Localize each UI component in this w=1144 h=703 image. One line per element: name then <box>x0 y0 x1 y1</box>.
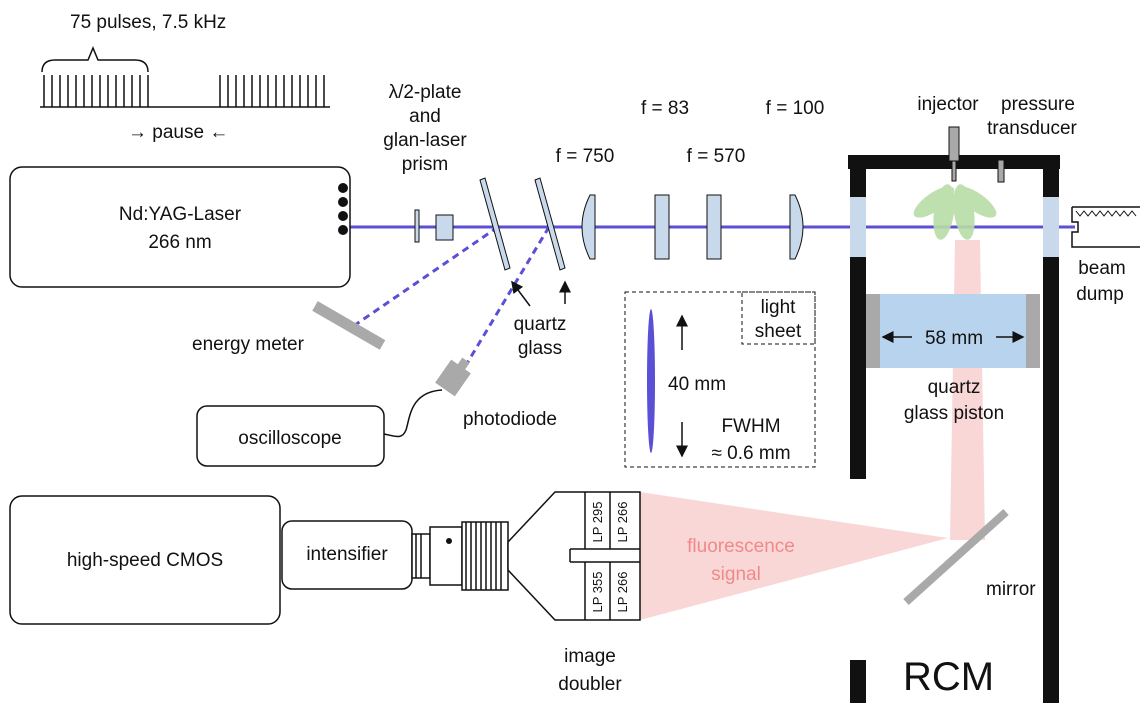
piston-label-1: quartz <box>928 377 981 398</box>
pressure-transducer-label-1: pressure <box>1001 94 1075 115</box>
photodiode <box>435 357 471 397</box>
light-sheet-title-box <box>741 291 816 345</box>
rcm-right-wall-upper <box>1043 169 1059 197</box>
injector <box>948 126 960 162</box>
fluorescence-signal-label-1: fluorescence <box>687 536 795 557</box>
light-sheet-shape <box>647 309 655 453</box>
piston-width-label: 58 mm <box>925 328 983 349</box>
photodiode-reflection <box>458 226 551 376</box>
quartz-glass-label-1: quartz <box>514 314 567 335</box>
energy-meter <box>312 301 386 350</box>
beam-dump-ridges <box>1075 210 1137 217</box>
injector-tip <box>951 160 957 182</box>
lens-f100 <box>789 194 804 260</box>
piston-ring-left <box>866 294 880 368</box>
filter-top-a: LP 295 <box>590 502 605 543</box>
beam-dump-label-1: beam <box>1078 258 1126 279</box>
lens-f570-label: f = 570 <box>687 146 746 167</box>
laser-box <box>9 166 351 288</box>
light-sheet-title-1: light <box>761 297 797 318</box>
photodiode-cable <box>383 389 443 438</box>
filter-top-b: LP 266 <box>615 502 630 543</box>
piston-label-2: glass piston <box>904 403 1004 424</box>
cmos-label: high-speed CMOS <box>67 550 223 571</box>
lens-f100-label: f = 100 <box>766 98 825 119</box>
laser-wavelength: 266 nm <box>148 232 211 253</box>
rcm-title: RCM <box>903 655 994 699</box>
pressure-transducer-label-2: transducer <box>987 118 1077 139</box>
cmos-camera-box <box>9 495 281 625</box>
rcm-right-window <box>1043 197 1059 257</box>
waveplate-label-1: λ/2-plate <box>389 82 462 103</box>
half-wave-plate <box>414 209 420 243</box>
injector-label: injector <box>917 94 979 115</box>
lens-f83-label: f = 83 <box>641 98 689 119</box>
filter-slots <box>584 492 611 620</box>
lens-f570 <box>706 194 722 260</box>
fluorescence-signal-cone <box>640 492 948 620</box>
light-sheet-title-2: sheet <box>755 321 802 342</box>
lens-f83 <box>654 194 670 260</box>
energy-meter-label: energy meter <box>192 334 305 355</box>
piston-ring-right <box>1026 294 1040 368</box>
quartz-glass-plate-1 <box>479 177 511 271</box>
quartz-glass-plate-2 <box>534 177 566 271</box>
rcm-left-wall-lower <box>850 257 866 479</box>
image-doubler <box>507 491 641 621</box>
pulse-train-bracket <box>41 46 149 73</box>
filter-bottom-a: LP 355 <box>590 572 605 613</box>
lens-f750 <box>581 194 596 260</box>
mirror <box>903 509 1009 605</box>
image-doubler-label-2: doubler <box>558 674 622 695</box>
intensifier-label: intensifier <box>306 544 388 565</box>
glan-laser-prism <box>435 214 454 241</box>
laser-name: Nd:YAG-Laser <box>119 204 242 225</box>
rcm-left-wall-bottom <box>850 660 866 703</box>
light-sheet-fwhm-1: FWHM <box>721 416 780 437</box>
beam-dump-label-2: dump <box>1076 284 1124 305</box>
quartz-glass-label-2: glass <box>518 338 562 359</box>
waveplate-label-4: prism <box>402 154 448 175</box>
fluorescence-signal-label-2: signal <box>711 564 761 585</box>
laser-status-dots <box>338 183 348 235</box>
objective-lens-grip <box>415 522 502 590</box>
pulse-train-waveform <box>40 75 330 108</box>
waveplate-label-3: glan-laser <box>383 130 467 151</box>
quartz-arrow-1 <box>511 280 531 307</box>
photodiode-label: photodiode <box>463 409 557 430</box>
rcm-right-wall-lower <box>1043 257 1059 703</box>
pulse-train-label: 75 pulses, 7.5 kHz <box>70 12 226 33</box>
filter-bottom-b: LP 266 <box>615 572 630 613</box>
objective-lens <box>411 521 509 591</box>
beam-dump <box>1071 206 1140 248</box>
energy-meter-reflection <box>354 225 499 327</box>
mirror-label: mirror <box>986 579 1036 600</box>
lens-f750-label: f = 750 <box>556 146 615 167</box>
rcm-left-wall-upper <box>850 169 866 197</box>
rcm-left-window <box>850 197 866 257</box>
oscilloscope-label: oscilloscope <box>238 428 342 449</box>
light-sheet-inset <box>624 291 816 468</box>
pause-label: → pause ← <box>128 122 228 143</box>
light-sheet-height: 40 mm <box>668 374 726 395</box>
objective-marker <box>446 538 452 544</box>
oscilloscope-box <box>196 405 385 467</box>
waveplate-label-2: and <box>409 106 441 127</box>
image-doubler-label-1: image <box>564 646 616 667</box>
light-sheet-fwhm-2: ≈ 0.6 mm <box>711 443 790 464</box>
fuel-spray <box>913 184 997 240</box>
pressure-transducer <box>997 159 1005 183</box>
